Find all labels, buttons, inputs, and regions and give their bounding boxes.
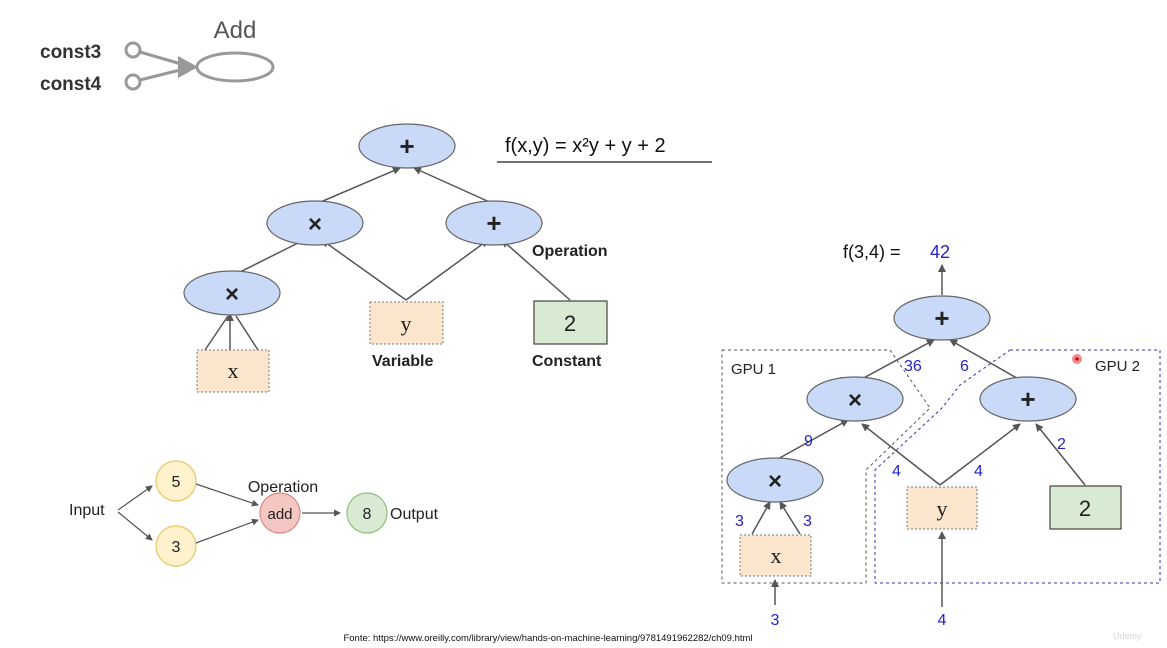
watermark-logo-icon: Udemy <box>1113 631 1142 641</box>
gpu2-boundary <box>874 349 1161 584</box>
p-const-2-label: 2 <box>1079 496 1091 521</box>
input-caption: Input <box>69 502 105 519</box>
arrowhead-icon <box>178 56 198 78</box>
operation-caption-small: Operation <box>248 479 318 496</box>
result-label: f(3,4) = <box>843 242 901 262</box>
var-x-box <box>196 349 270 393</box>
mul-label: × <box>308 211 322 238</box>
formula: f(x,y) = x²y + y + 2 <box>505 135 666 157</box>
add-node <box>195 51 275 83</box>
value-3-left: 3 <box>735 513 744 530</box>
output-8-label: 8 <box>363 506 372 523</box>
value-36: 36 <box>904 358 922 375</box>
p-add-label: + <box>1020 384 1035 414</box>
gpu1-label: GPU 1 <box>731 361 776 378</box>
edge-y-mul <box>861 423 941 486</box>
inner-mul-node <box>183 270 281 316</box>
p-var-x-label: x <box>771 543 782 568</box>
variable-caption: Variable <box>372 353 433 370</box>
const3-port <box>124 41 142 59</box>
edge-y-add <box>939 423 1021 486</box>
input-5-node <box>155 460 197 502</box>
edge-add-root <box>413 167 495 205</box>
operation-caption: Operation <box>532 243 608 260</box>
input-3-label: 3 <box>172 539 181 556</box>
cursor-dot-center <box>1075 357 1079 361</box>
inner-mul-label: × <box>225 281 239 308</box>
edge-mul-root <box>315 167 401 205</box>
add-node-label: Add <box>214 17 257 44</box>
input-3-node <box>155 525 197 567</box>
output-caption: Output <box>390 506 439 523</box>
output-8-node <box>346 492 388 534</box>
edge-const-add <box>501 239 571 301</box>
p-var-y-box <box>906 486 978 530</box>
const-2-label: 2 <box>564 311 576 336</box>
p-add-node <box>979 376 1077 422</box>
value-9: 9 <box>804 433 813 450</box>
constant-caption: Constant <box>532 353 602 370</box>
p-var-x-box <box>739 534 812 577</box>
result-value: 42 <box>930 242 950 262</box>
p-root-plus-label: + <box>934 303 949 333</box>
p-const-2-box <box>1049 485 1122 530</box>
var-x-label: x <box>228 358 239 383</box>
p-mul-node <box>806 376 904 422</box>
p-inner-mul-node <box>726 457 824 503</box>
value-4-right: 4 <box>974 463 983 480</box>
edge-5-add <box>195 483 259 507</box>
p-inner-mul-label: × <box>768 468 782 495</box>
edge-x-innermul-left <box>751 501 771 535</box>
p-root-plus-node <box>893 295 991 341</box>
input-5-label: 5 <box>172 474 181 491</box>
edge-y-add <box>405 239 489 301</box>
const4-label: const4 <box>40 74 102 95</box>
input-y-value: 4 <box>938 612 947 629</box>
edge-mul-root <box>857 339 935 382</box>
add-node <box>445 200 543 246</box>
p-var-y-label: y <box>937 496 948 521</box>
value-6: 6 <box>960 358 969 375</box>
edge-innermul-mul <box>775 419 849 461</box>
p-mul-label: × <box>848 387 862 414</box>
edge-innermul-mul <box>233 237 309 276</box>
edge-y-mul <box>321 239 407 301</box>
add-label: + <box>486 208 501 238</box>
root-plus-node <box>358 123 456 169</box>
edge-x-innermul-c <box>235 315 259 351</box>
add-op-label: add <box>267 506 292 523</box>
simple-add-graph: Input 5 3 Operation add 8 Output <box>69 460 439 567</box>
var-y-box <box>369 301 444 345</box>
gpu2-label: GPU 2 <box>1095 358 1140 375</box>
const4-port <box>124 73 142 91</box>
add-op-node <box>259 492 301 534</box>
edge-x-innermul-right <box>779 501 801 535</box>
value-3-right: 3 <box>803 513 812 530</box>
parallel-gpu-graph: GPU 1 GPU 2 + × + × x y 2 f(3,4) = 42 <box>721 242 1161 629</box>
edge-input-3 <box>117 511 153 541</box>
edge-x-innermul-b <box>204 315 229 351</box>
root-plus-label: + <box>399 131 414 161</box>
tf-mini-graph: const3 const4 Add <box>40 17 275 95</box>
watermark-logo: Udemy <box>1113 631 1142 641</box>
source-footer: Fonte: https://www.oreilly.com/library/v… <box>343 633 752 644</box>
input-x-value: 3 <box>771 612 780 629</box>
edge-add-root <box>949 339 1023 382</box>
edge-const-add <box>1035 423 1086 486</box>
edge-input-5 <box>117 485 153 511</box>
const3-label: const3 <box>40 42 101 63</box>
value-2: 2 <box>1057 436 1066 453</box>
mul-node <box>266 200 364 246</box>
edge-3-add <box>195 518 259 544</box>
value-4-left: 4 <box>892 463 901 480</box>
const-2-box <box>533 300 608 345</box>
gpu1-boundary <box>721 349 931 584</box>
computation-graph: + × + × x y 2 Operation Variable Constan… <box>183 123 712 393</box>
var-y-label: y <box>401 311 412 336</box>
